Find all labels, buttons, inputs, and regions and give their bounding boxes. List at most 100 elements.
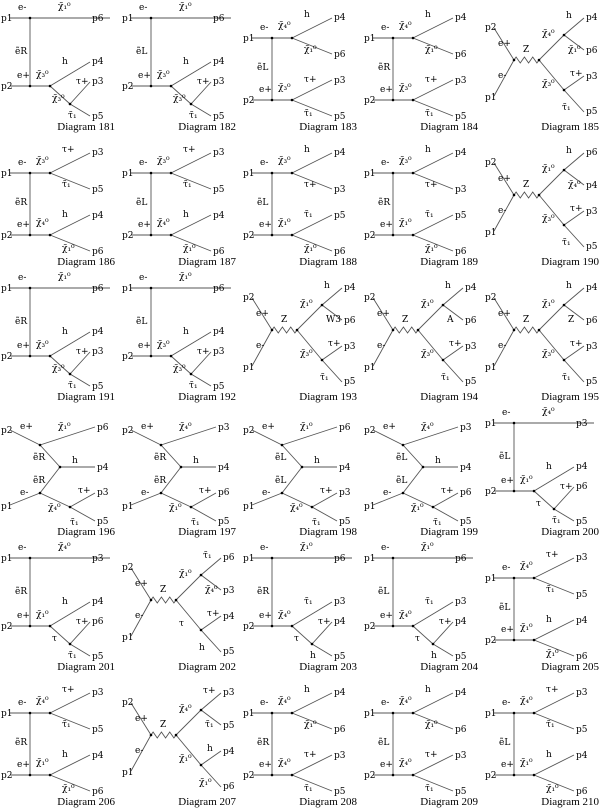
particle-label: p5	[92, 382, 104, 392]
vertex-dot	[270, 556, 274, 560]
particle-label: p3	[92, 148, 104, 158]
particle-label: τ̃₁	[425, 596, 434, 607]
vertex-dot	[532, 638, 536, 642]
propagator-line	[291, 712, 333, 730]
particle-label: χ̃₁⁰	[425, 243, 438, 254]
particle-label: χ̃₄⁰	[421, 421, 434, 432]
particle-label: Z	[402, 315, 408, 325]
particle-label: h	[425, 685, 431, 695]
propagator-line	[190, 103, 212, 117]
particle-label: p4	[218, 463, 230, 473]
vertex-dot	[48, 624, 52, 628]
particle-label: χ̃₃⁰	[173, 363, 186, 374]
particle-label: p6	[334, 725, 346, 735]
vertex-dot	[391, 98, 395, 102]
vertex-dot	[411, 36, 415, 40]
vertex-dot	[270, 624, 274, 628]
particle-label: e-	[18, 698, 26, 708]
particle-label: h	[431, 651, 437, 661]
vertex-dot	[68, 642, 72, 646]
particle-label: p2	[364, 771, 376, 781]
particle-label: χ̃₃⁰	[542, 78, 555, 89]
diagram-caption: Diagram 208	[299, 796, 357, 808]
particle-label: p3	[223, 586, 235, 596]
particle-label: τ̃₁	[433, 517, 442, 528]
particle-label: τ̃₁	[62, 719, 71, 730]
propagator-line	[291, 692, 333, 714]
vertex-dot	[270, 171, 274, 175]
propagator-line	[251, 297, 273, 331]
vertex-dot	[48, 233, 52, 237]
particle-label: τ̃₁	[546, 584, 555, 595]
vertex-dot	[290, 171, 294, 175]
diagram-caption: Diagram 200	[541, 526, 599, 538]
vertex-dot	[431, 505, 435, 509]
propagator-line	[9, 429, 41, 446]
particle-label: p5	[455, 787, 467, 797]
particle-label: e+	[135, 579, 148, 589]
particle-label: p1	[243, 169, 255, 179]
propagator-line	[49, 754, 91, 776]
particle-label: ẽL	[257, 62, 268, 73]
particle-label: τ+	[76, 617, 89, 627]
particle-label: p1	[243, 502, 255, 512]
particle-label: p3	[334, 76, 346, 86]
diagram-caption: Diagram 207	[178, 796, 236, 808]
particle-label: e+	[17, 760, 30, 770]
particle-label: χ̃₃⁰	[36, 339, 49, 350]
diagram-caption: Diagram 203	[299, 661, 357, 673]
particle-label: p5	[344, 377, 356, 387]
particle-label: p3	[218, 423, 230, 433]
particle-label: τ̃₁	[320, 372, 329, 383]
particle-label: p5	[586, 377, 598, 387]
particle-label: e-	[498, 71, 506, 81]
vertex-dot	[512, 711, 516, 715]
vertex-dot	[562, 223, 566, 227]
particle-label: p3	[92, 77, 104, 87]
propagator-line	[412, 79, 454, 101]
particle-label: ẽR	[257, 586, 269, 597]
particle-label: ẽL	[136, 46, 147, 57]
particle-label: p1	[122, 768, 134, 778]
particle-label: χ̃₁⁰	[300, 421, 313, 432]
propagator-line	[538, 304, 565, 331]
particle-label: χ̃₁⁰	[304, 719, 317, 730]
diagram-caption: Diagram 196	[57, 526, 115, 538]
particle-label: e-	[260, 543, 268, 553]
particle-label: τ+	[183, 145, 196, 155]
particle-label: e-	[139, 3, 147, 13]
vertex-dot	[401, 491, 405, 495]
propagator-line	[190, 373, 212, 387]
propagator-line	[170, 355, 192, 375]
particle-label: τ+	[439, 617, 452, 627]
vertex-dot	[149, 171, 153, 175]
boson-wavy-line	[513, 191, 540, 199]
particle-label: τ+	[570, 339, 583, 349]
propagator-line	[493, 194, 515, 232]
particle-label: h	[62, 57, 68, 67]
particle-label: p1	[1, 709, 13, 719]
propagator-line	[9, 492, 41, 506]
propagator-line	[442, 359, 464, 383]
particle-label: τ+	[197, 77, 210, 87]
particle-label: p2	[122, 698, 134, 708]
particle-label: χ̃₄⁰	[278, 695, 291, 706]
boson-wavy-line	[150, 596, 177, 604]
particle-label: p6	[576, 787, 588, 797]
propagator-line	[160, 466, 182, 494]
particle-label: χ̃₃⁰	[278, 82, 291, 93]
particle-label: τ̃₁	[304, 209, 313, 220]
particle-label: p1	[122, 14, 134, 24]
propagator-line	[296, 304, 323, 331]
particle-label: χ̃₄⁰	[399, 695, 412, 706]
particle-label: p6	[455, 725, 467, 735]
particle-label: p3	[339, 488, 351, 498]
particle-label: h	[304, 10, 310, 20]
particle-label: p4	[465, 283, 477, 293]
